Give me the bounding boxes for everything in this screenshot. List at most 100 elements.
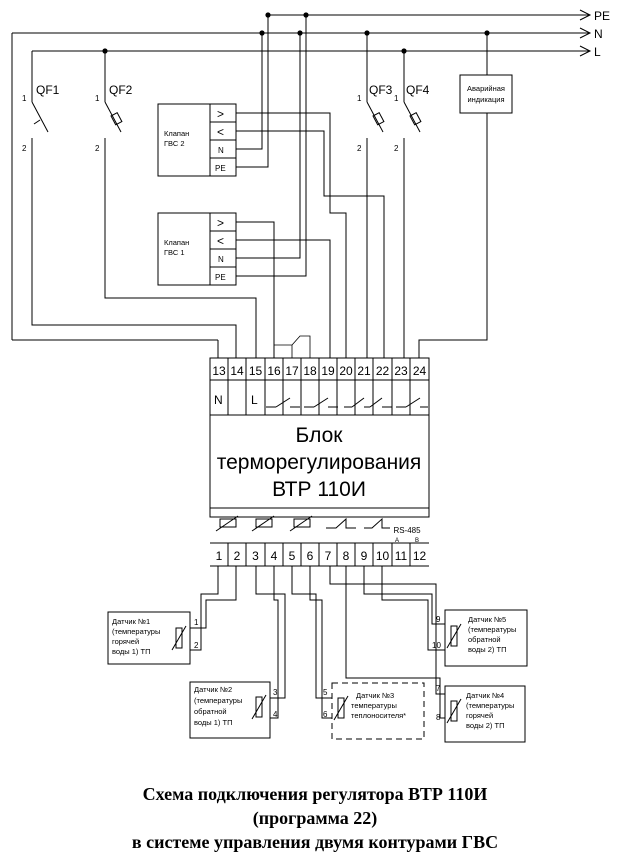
sensor-1-pin-a: 1 [194, 618, 199, 627]
breaker-qf1-pin-top: 1 [22, 94, 27, 103]
alarm-label-line1: Аварийная [467, 84, 505, 93]
sensor-5-line3: обратной [468, 635, 501, 644]
valve-dhw2-terminal-open: > [217, 107, 224, 121]
sensor-5-box [444, 609, 528, 667]
rs485-b-label: B [415, 538, 419, 544]
sensor-2-thermistor-icon [251, 694, 267, 720]
valve-dhw2-terminal-pe: PE [215, 164, 226, 173]
breaker-label-qf3: QF3 [369, 83, 393, 97]
valve-dhw2-label-line1: Клапан [164, 129, 189, 138]
sensor-2-pin-b: 4 [273, 710, 278, 719]
sensor-1-line1: Датчик №1 [112, 617, 150, 626]
n-arrow-icon [579, 27, 592, 39]
sensor-3-box [331, 682, 425, 740]
breaker-qf4-pin-bottom: 2 [394, 144, 399, 153]
sensor-5-line2: (температуры [468, 625, 516, 634]
sensor-2-pin-a: 3 [273, 688, 278, 697]
bus-label-n: N [594, 27, 603, 41]
breaker-qf4-pin-top: 1 [394, 94, 399, 103]
sensor-5-line1: Датчик №5 [468, 615, 506, 624]
relay-contact-23-24 [396, 397, 428, 408]
l-arrow-icon [579, 45, 592, 57]
bottom-terminal-3: 3 [252, 549, 259, 563]
top-terminal-24: 24 [413, 364, 427, 378]
breaker-qf4 [403, 92, 422, 150]
breaker-qf3-pin-top: 1 [357, 94, 362, 103]
bottom-terminal-11: 11 [395, 549, 408, 563]
valve-dhw2-terminal-close: < [217, 125, 224, 139]
top-terminal-20: 20 [339, 364, 353, 378]
top-terminal-14: 14 [230, 364, 244, 378]
breaker-label-qf2: QF2 [109, 83, 133, 97]
sensor-3-line1: Датчик №3 [356, 691, 394, 700]
alarm-label-line2: индикация [467, 95, 504, 104]
valve-dhw1-terminal-pe: PE [215, 273, 226, 282]
sensor-2-line1: Датчик №2 [194, 685, 232, 694]
sensor-1-box [107, 611, 191, 665]
relay-contact-16-17 [266, 397, 300, 408]
breaker-qf2-pin-top: 1 [95, 94, 100, 103]
top-terminal-19: 19 [321, 364, 335, 378]
caption-line2: (программа 22) [252, 808, 378, 828]
block-title-line1: Блок [296, 424, 344, 447]
sensor-4-box [444, 685, 526, 743]
thermistor-input-1-icon [215, 515, 239, 532]
top-terminal-15: 15 [249, 364, 263, 378]
relay-contact-20-22 [344, 397, 392, 408]
valve-dhw2-terminal-n: N [218, 146, 224, 155]
top-terminal-22: 22 [376, 364, 390, 378]
sensor-2-box [189, 681, 271, 739]
discrete-input-5-icon [364, 517, 390, 529]
sensor-4-thermistor-icon [446, 698, 462, 724]
rs485-label: RS-485 [393, 526, 421, 535]
sensor-3-pin-b: 6 [323, 710, 328, 719]
top-terminal-18: 18 [303, 364, 317, 378]
wiring-diagram: PE N L QF1 1 2 QF2 1 2 QF3 1 2 QF4 1 2 А… [11, 9, 610, 743]
relay-contact-18-19 [304, 397, 338, 408]
sensor-3-thermistor-icon [333, 695, 349, 721]
sensor-4-line1: Датчик №4 [466, 691, 504, 700]
sensor-5-pin-b: 10 [432, 641, 441, 650]
sensor-1-line4: воды 1) ТП [112, 647, 150, 656]
sensor-4-line3: горячей [466, 711, 493, 720]
top-label-n: N [214, 393, 223, 407]
sensor-2-line2: (температуры [194, 696, 242, 705]
bottom-terminal-2: 2 [234, 549, 241, 563]
sensor-5-thermistor-icon [446, 623, 462, 649]
caption-line3: в системе управления двумя контурами ГВС [131, 832, 499, 852]
sensor-1-thermistor-icon [171, 625, 187, 651]
sensor-4-pin-a: 7 [436, 684, 441, 693]
top-label-l: L [251, 393, 258, 407]
bottom-terminal-9: 9 [361, 549, 368, 563]
sensor-1-line3: горячей [112, 637, 139, 646]
valve-dhw1-terminal-open: > [217, 216, 224, 230]
breaker-qf3 [366, 92, 385, 150]
bottom-terminal-4: 4 [271, 549, 278, 563]
sensor-3-line2: температуры [351, 701, 397, 710]
breaker-qf2-pin-bottom: 2 [95, 144, 100, 153]
sensor-1-line2: (температуры [112, 627, 160, 636]
bus-label-l: L [594, 45, 601, 59]
breaker-label-qf1: QF1 [36, 83, 60, 97]
alarm-indication-box [459, 74, 513, 114]
sensor-4-pin-b: 8 [436, 713, 441, 722]
valve-dhw2-label-line2: ГВС 2 [164, 139, 185, 148]
caption-line1: Схема подключения регулятора ВТР 110И [142, 784, 488, 804]
breaker-qf2 [104, 92, 123, 150]
rs485-a-label: A [395, 538, 399, 544]
sensor-3-line3: теплоносителя* [351, 711, 406, 720]
sensor-4-line4: воды 2) ТП [466, 721, 504, 730]
breaker-label-qf4: QF4 [406, 83, 430, 97]
breaker-qf1 [31, 92, 49, 150]
bottom-terminal-10: 10 [376, 549, 390, 563]
valve-dhw1-label-line2: ГВС 1 [164, 248, 185, 257]
bus-label-pe: PE [594, 9, 610, 23]
sensor-3-pin-a: 5 [323, 688, 328, 697]
valve-dhw1-terminal-close: < [217, 234, 224, 248]
top-terminal-23: 23 [394, 364, 408, 378]
sensor-4-line2: (температуры [466, 701, 514, 710]
sensor-2-line3: обратной [194, 707, 227, 716]
breaker-qf3-pin-bottom: 2 [357, 144, 362, 153]
junction-dots [102, 12, 490, 54]
valve-dhw1-terminal-n: N [218, 255, 224, 264]
